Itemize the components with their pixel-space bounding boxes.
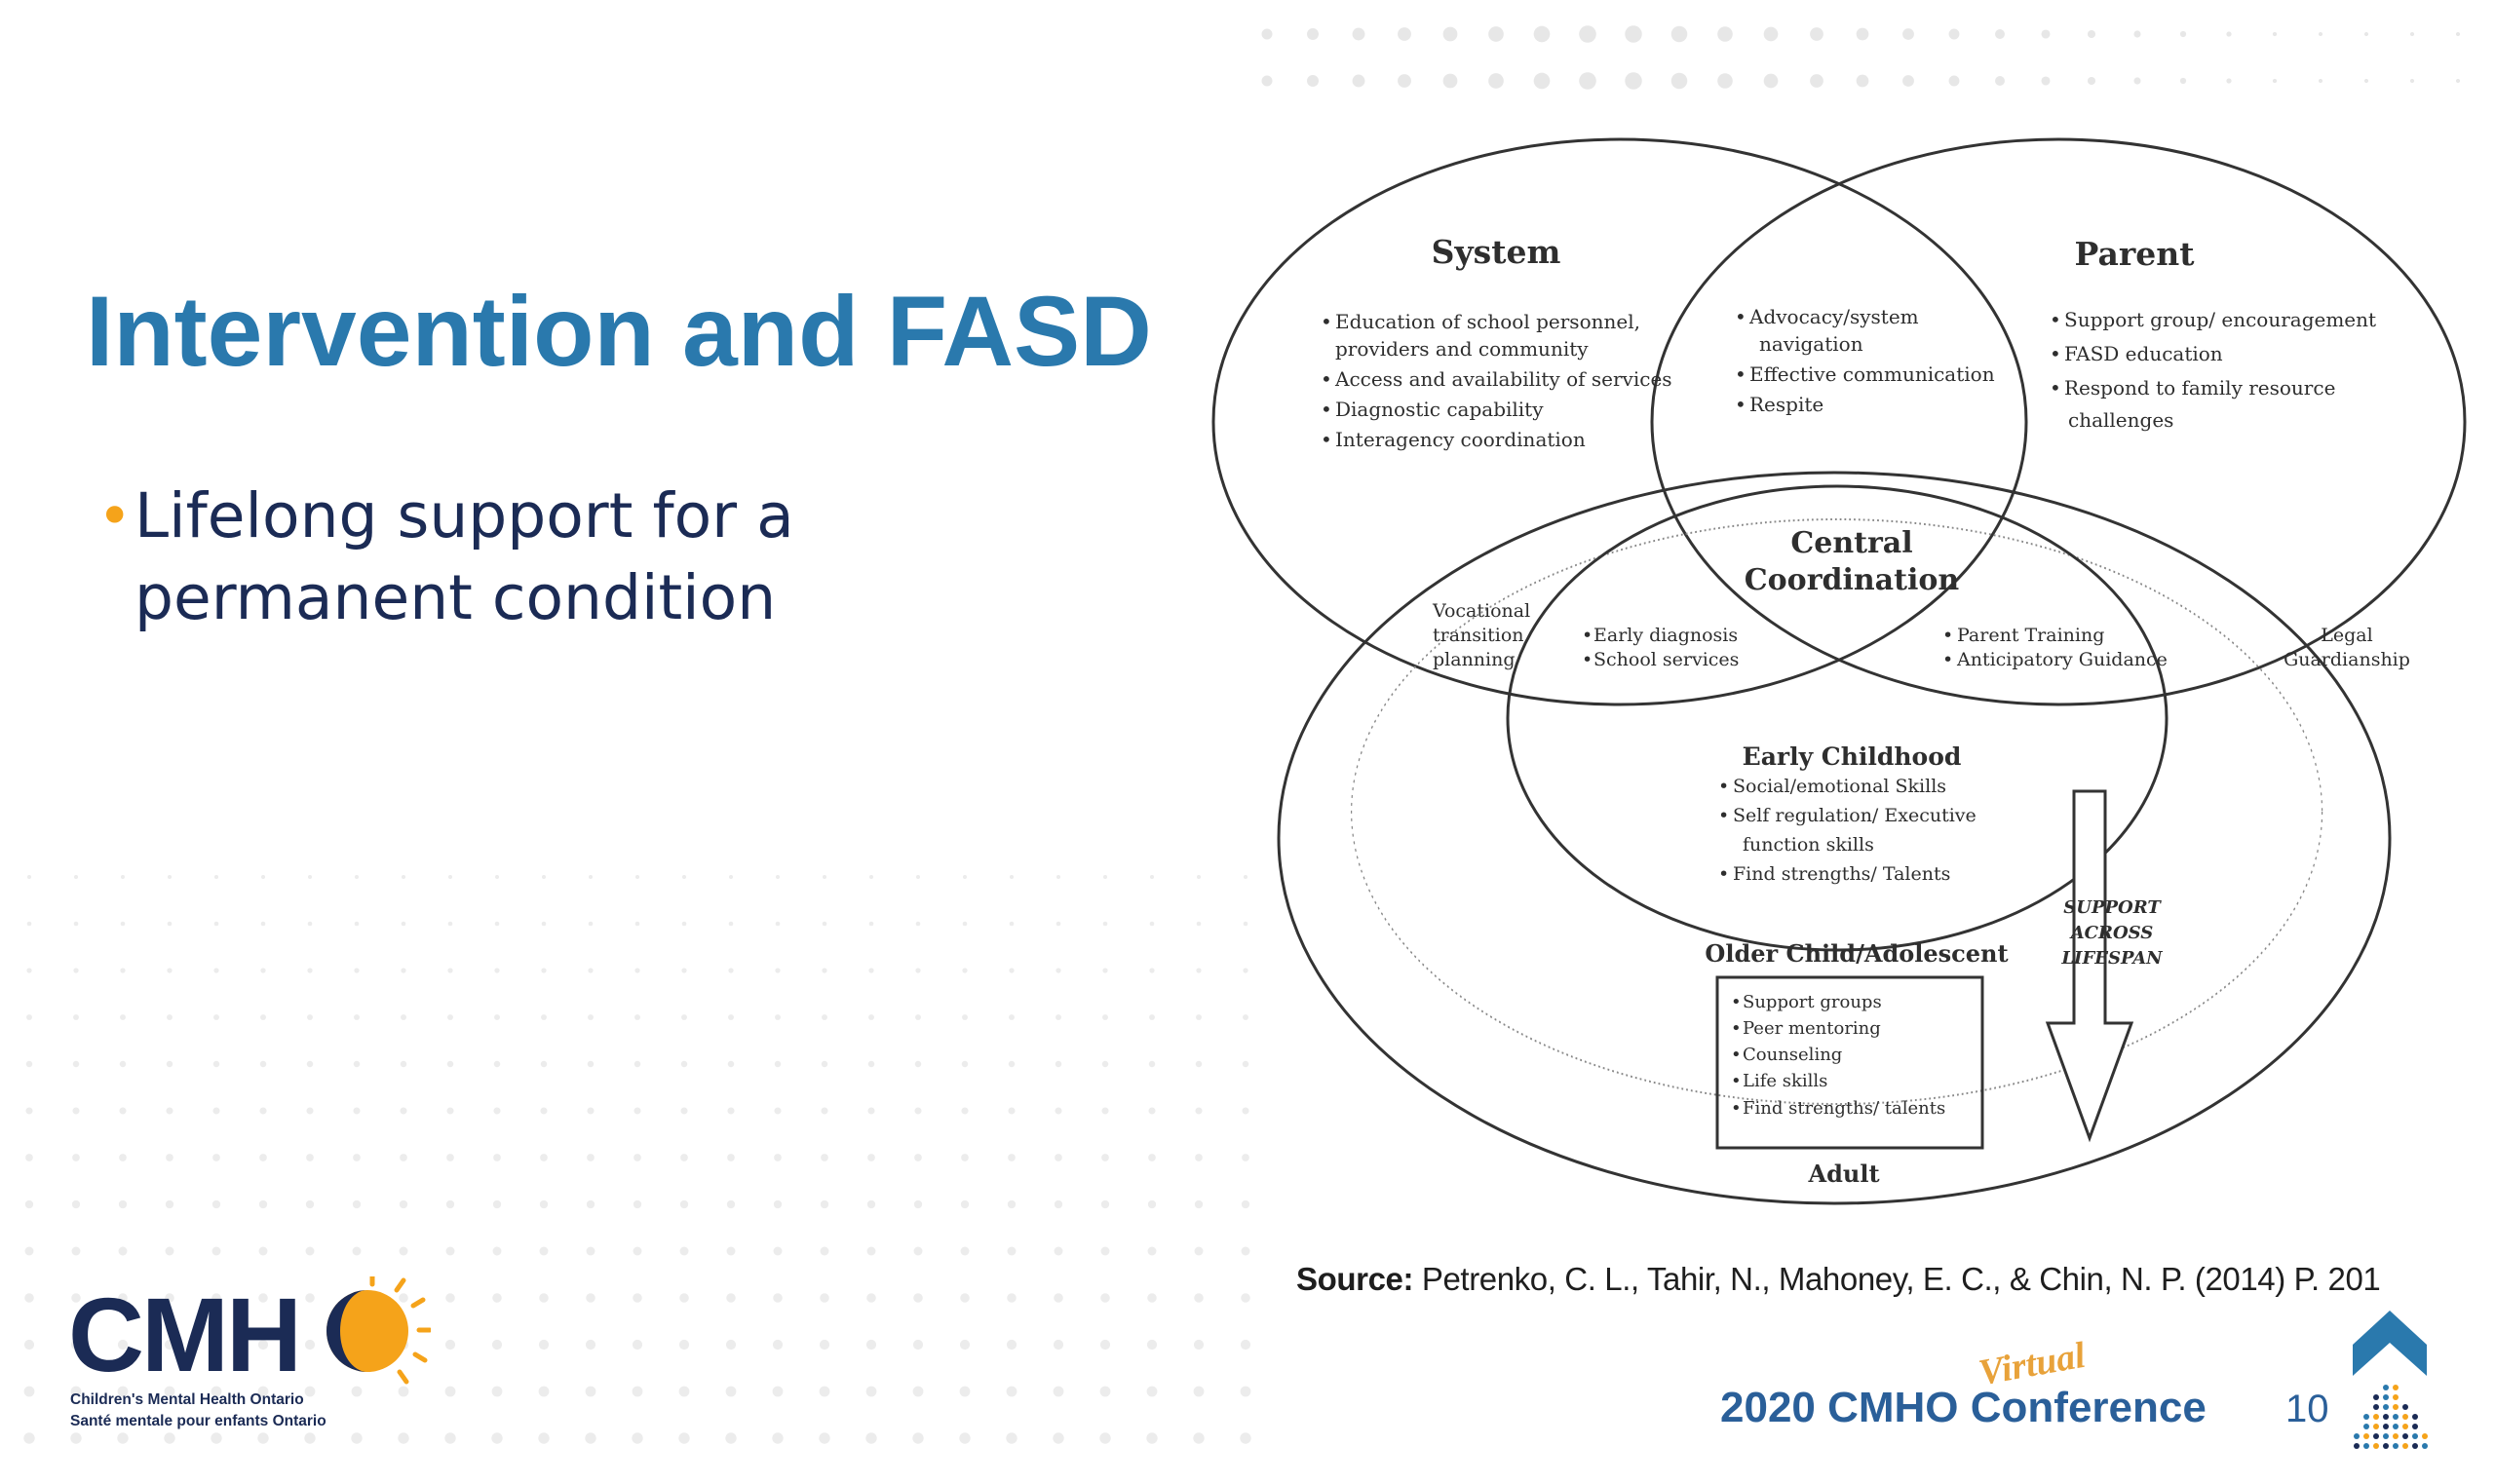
- support-across-lifespan-arrow: SUPPORT ACROSS LIFESPAN: [2045, 789, 2164, 1143]
- bullet-glyph: •: [2050, 342, 2061, 365]
- source-citation: Source: Petrenko, C. L., Tahir, N., Maho…: [1296, 1261, 2381, 1298]
- bullet-glyph: •: [1321, 428, 1332, 451]
- bullet-glyph: •: [1321, 310, 1332, 333]
- system-title: System: [1432, 233, 1561, 271]
- system-item-3: Access and availability of services: [1334, 367, 1672, 391]
- older-child-dotted-ellipse: [1351, 518, 2323, 1105]
- system-child-list: • Early diagnosis • School services: [1582, 625, 1739, 670]
- conference-chevron-icon: [2353, 1311, 2428, 1449]
- vocational-line-1: Vocational: [1432, 600, 1530, 622]
- bullet-glyph: •: [1735, 362, 1746, 386]
- older-child-item-3: Counseling: [1743, 1045, 1842, 1065]
- legal-line-2: Guardianship: [2284, 649, 2410, 670]
- parent-title: Parent: [2075, 235, 2196, 273]
- page-number: 10: [2285, 1388, 2329, 1430]
- slide-title: Intervention and FASD: [86, 276, 1152, 387]
- bullet-glyph: •: [1718, 776, 1729, 797]
- down-arrow-icon: [2045, 789, 2134, 1143]
- fasd-intervention-venn-diagram: System • Education of school personnel, …: [1211, 137, 2467, 1205]
- system-circle: [1211, 137, 2028, 706]
- system-parent-item-4: Respite: [1749, 393, 1823, 416]
- source-text: Petrenko, C. L., Tahir, N., Mahoney, E. …: [1421, 1261, 2381, 1297]
- bullet-glyph: •: [1582, 649, 1593, 670]
- bullet-glyph: •: [1942, 649, 1953, 670]
- legal-line-1: Legal: [2321, 625, 2372, 646]
- vocational-list: Vocational transition planning: [1432, 600, 1530, 670]
- legal-list: Legal Guardianship: [2284, 625, 2410, 670]
- system-parent-item-3: Effective communication: [1749, 362, 1995, 386]
- early-childhood-list: • Social/emotional Skills • Self regulat…: [1718, 776, 1977, 885]
- older-child-item-1: Support groups: [1743, 992, 1882, 1012]
- early-childhood-item-2: Self regulation/ Executive: [1733, 805, 1977, 826]
- parent-child-list: • Parent Training • Anticipatory Guidanc…: [1942, 625, 2168, 670]
- early-childhood-item-1: Social/emotional Skills: [1733, 776, 1946, 797]
- logo-subtitle-en: Children's Mental Health Ontario: [70, 1391, 304, 1408]
- parent-child-item-1: Parent Training: [1957, 625, 2104, 646]
- system-item-2: providers and community: [1335, 337, 1589, 361]
- early-childhood-ellipse: [1506, 484, 2169, 952]
- bullet-dot-icon: •: [97, 482, 133, 551]
- adult-label: Adult: [1807, 1160, 1879, 1188]
- older-child-item-4: Life skills: [1743, 1071, 1827, 1091]
- source-label: Source:: [1296, 1261, 1414, 1297]
- bullet-glyph: •: [1942, 625, 1953, 646]
- bullet-glyph: •: [1735, 305, 1746, 328]
- bullet-glyph: •: [1718, 863, 1729, 885]
- parent-item-2: FASD education: [2064, 342, 2223, 365]
- early-childhood-title: Early Childhood: [1743, 742, 1962, 771]
- parent-child-item-2: Anticipatory Guidance: [1956, 649, 2168, 670]
- older-child-box: [1715, 975, 1984, 1150]
- central-coordination-line1: Central: [1790, 526, 1912, 560]
- older-child-list: • Support groups • Peer mentoring • Coun…: [1731, 992, 1945, 1119]
- arrow-text-1: SUPPORT: [2063, 897, 2162, 918]
- older-child-item-2: Peer mentoring: [1743, 1018, 1881, 1039]
- older-child-title: Older Child/Adolescent: [1705, 939, 2008, 968]
- sun-o-icon: [326, 1276, 431, 1385]
- parent-item-3: Respond to family resource: [2064, 376, 2335, 400]
- system-item-1: Education of school personnel,: [1335, 310, 1640, 333]
- vocational-line-2: transition: [1433, 625, 1524, 646]
- system-child-item-2: School services: [1593, 649, 1739, 670]
- bullet-text: Lifelong support for a permanent conditi…: [134, 480, 794, 633]
- conference-label: 2020 CMHO Conference: [1720, 1384, 2207, 1431]
- bullet-glyph: •: [1731, 1098, 1742, 1119]
- logo-subtitle-fr: Santé mentale pour enfants Ontario: [70, 1413, 326, 1429]
- vocational-line-3: planning: [1433, 649, 1516, 670]
- system-child-item-1: Early diagnosis: [1593, 625, 1738, 646]
- parent-list: • Support group/ encouragement • FASD ed…: [2050, 308, 2376, 432]
- system-parent-item-1: Advocacy/system: [1748, 305, 1919, 328]
- logo-wordmark: CMH: [68, 1275, 302, 1393]
- bullet-glyph: •: [1731, 1071, 1742, 1091]
- bullet-glyph: •: [1731, 1045, 1742, 1065]
- cmho-logo: CMH Children's Mental Health Ontario San…: [68, 1275, 431, 1432]
- bullet-glyph: •: [1731, 992, 1742, 1012]
- early-childhood-item-4: Find strengths/ Talents: [1733, 863, 1950, 885]
- central-coordination-line2: Coordination: [1745, 563, 1960, 597]
- bullet-glyph: •: [1731, 1018, 1742, 1039]
- arrow-text-2: ACROSS: [2069, 923, 2154, 943]
- bullet-glyph: •: [1321, 398, 1332, 421]
- parent-circle: [1650, 137, 2467, 706]
- parent-item-4: challenges: [2068, 408, 2173, 432]
- bullet-glyph: •: [2050, 376, 2061, 400]
- early-childhood-item-3: function skills: [1743, 834, 1874, 856]
- parent-item-1: Support group/ encouragement: [2064, 308, 2376, 331]
- bullet-glyph: •: [1321, 367, 1332, 391]
- bullet-glyph: •: [1718, 805, 1729, 826]
- older-child-item-5: Find strengths/ talents: [1743, 1098, 1945, 1119]
- bullet-item: • Lifelong support for a permanent condi…: [97, 476, 914, 639]
- system-parent-item-2: navigation: [1759, 332, 1863, 356]
- system-item-4: Diagnostic capability: [1335, 398, 1544, 421]
- bullet-glyph: •: [1735, 393, 1746, 416]
- system-parent-list: • Advocacy/system navigation • Effective…: [1735, 305, 1995, 416]
- system-item-5: Interagency coordination: [1335, 428, 1586, 451]
- bullet-glyph: •: [2050, 308, 2061, 331]
- lifespan-outer-ellipse: [1277, 471, 2392, 1205]
- arrow-text-3: LIFESPAN: [2060, 948, 2164, 969]
- system-list: • Education of school personnel, provide…: [1321, 310, 1672, 451]
- bullet-glyph: •: [1582, 625, 1593, 646]
